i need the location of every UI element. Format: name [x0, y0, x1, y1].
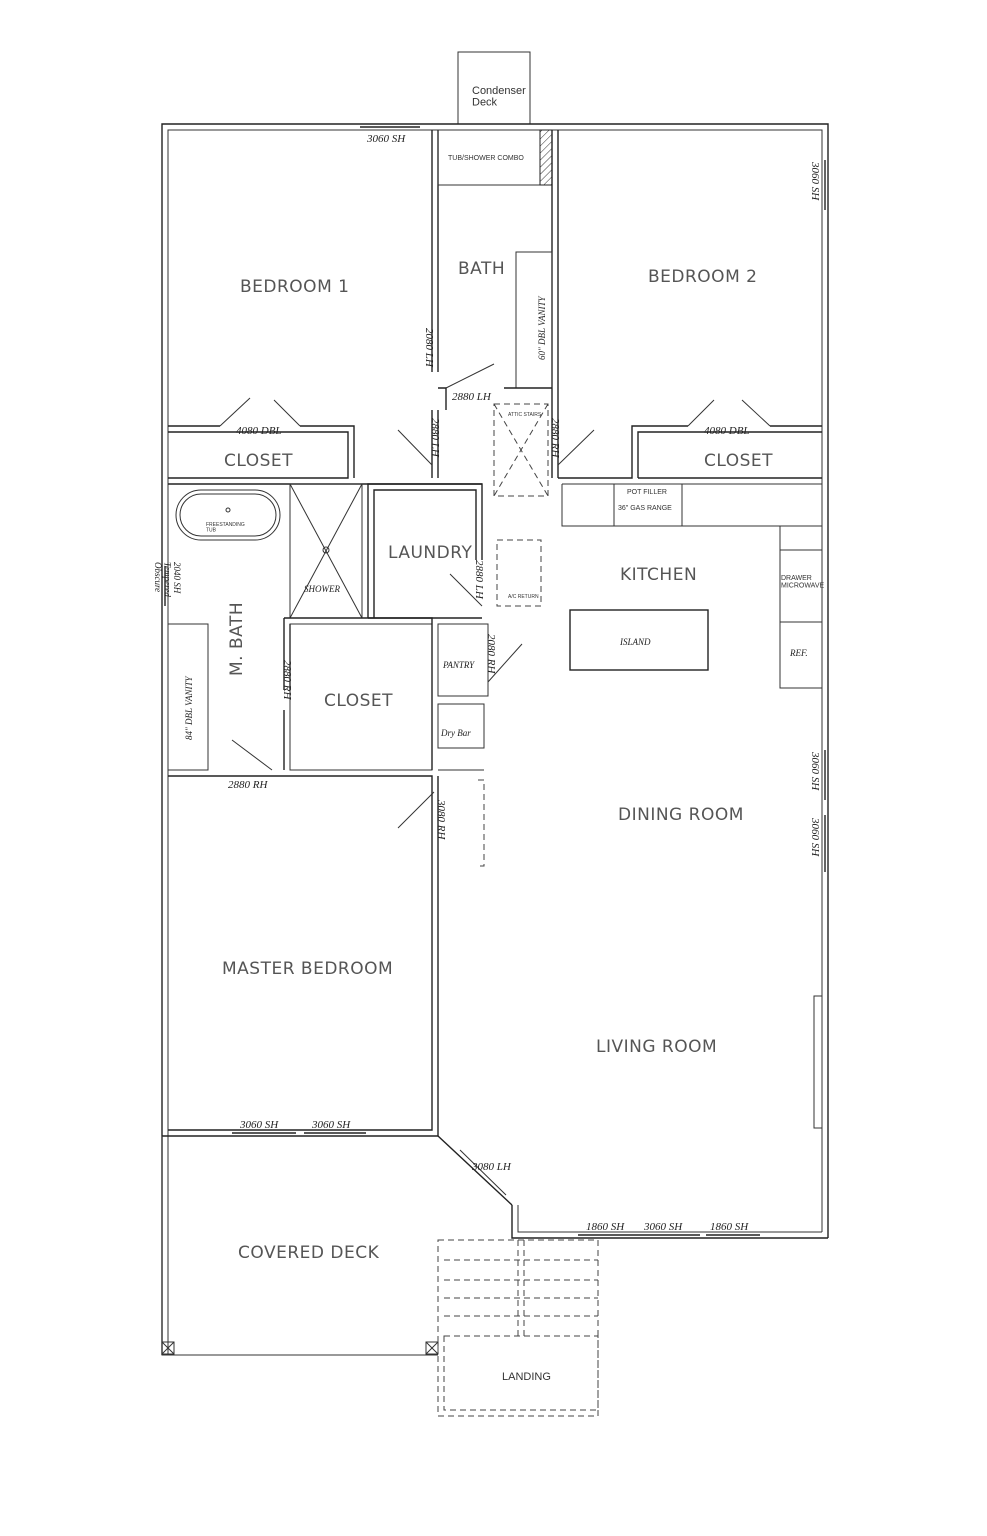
bedroom-2-label: BEDROOM 2 [648, 267, 757, 287]
bedroom1-window-label: 3060 SH [366, 133, 406, 145]
covered-deck: COVERED DECK [161, 1136, 439, 1356]
laundry-label: LAUNDRY [388, 543, 472, 563]
pantry-label: PANTRY [442, 660, 475, 670]
island-label: ISLAND [619, 637, 651, 647]
bath-label: BATH [458, 259, 505, 279]
laundry: 2880 LH A/C RETURN LAUNDRY [367, 483, 542, 619]
kitchen-label: KITCHEN [620, 565, 697, 585]
pot-filler-label: POT FILLER [627, 489, 667, 496]
bedroom-1-label: BEDROOM 1 [240, 277, 349, 297]
mbath-door-label: 2880 RH [281, 660, 293, 700]
vanity-60-label: 60" DBL VANITY [537, 296, 547, 360]
master-bedroom: 2880 RH 3080 RH 3060 SH 3060 SH MASTER B… [162, 775, 485, 1137]
closet-1: CLOSET [168, 431, 349, 479]
pantry-door-label: 2080 RH [485, 634, 497, 674]
mbed-window-2-label: 3060 SH [311, 1119, 351, 1131]
dining-window-1-label: 3060 SH [809, 751, 821, 791]
bath-door-2080-label: 2080 LH [423, 328, 435, 368]
ref-label: REF. [789, 648, 808, 658]
mbath-window-label: 2040 SHTemperedObscure [153, 562, 182, 597]
attic-stairs-label: ATTIC STAIRS [508, 412, 542, 418]
hallway: 2880 LH 2880 RH ATTIC STAIRS [397, 403, 595, 497]
bedroom2-window-label: 3060 SH [809, 161, 821, 201]
living-room-label: LIVING ROOM [596, 1037, 717, 1057]
entry-door-label: 3080 LH [471, 1161, 512, 1173]
dining-room-label: DINING ROOM [618, 805, 744, 825]
closet-2: CLOSET [637, 431, 822, 479]
laundry-door-label: 2880 LH [473, 560, 485, 600]
covered-deck-label: COVERED DECK [238, 1243, 380, 1263]
closet-master-label: CLOSET [324, 691, 393, 711]
hall-bath: TUB/SHOWER COMBO 60" DBL VANITY BATH 288… [423, 129, 559, 410]
gas-range-label: 36" GAS RANGE [618, 505, 672, 512]
closet-2-label: CLOSET [704, 451, 773, 471]
hall-door-left-label: 2880 LH [429, 418, 441, 458]
tub-shower-label: TUB/SHOWER COMBO [448, 155, 524, 162]
dining-window-2-label: 3060 SH [809, 817, 821, 857]
living-window-3-label: 1860 SH [710, 1221, 749, 1233]
master-closet: CLOSET [284, 617, 433, 771]
mbed-door-side-label: 3080 RH [435, 799, 447, 840]
closet2-door-label: 4080 DBL [704, 425, 750, 437]
entry-stairs: LANDING [437, 1239, 599, 1417]
landing-label: LANDING [502, 1371, 551, 1383]
closet-1-label: CLOSET [224, 451, 293, 471]
living-window-2-label: 3060 SH [643, 1221, 683, 1233]
mbed-window-1-label: 3060 SH [239, 1119, 279, 1131]
bedroom-2: 3060 SH 4080 DBL BEDROOM 2 [558, 160, 826, 479]
m-bath-label: M. BATH [227, 602, 247, 676]
master-bedroom-label: MASTER BEDROOM [222, 959, 393, 979]
living-window-1-label: 1860 SH [586, 1221, 625, 1233]
ac-return-label: A/C RETURN [508, 594, 539, 600]
vanity-84-label: 84" DBL VANITY [184, 676, 194, 740]
hall-door-right-label: 2880 RH [549, 418, 561, 458]
dining-living: 3060 SH 3060 SH DINING ROOM LIVING ROOM … [437, 750, 826, 1236]
closet1-door-label: 4080 DBL [236, 425, 282, 437]
dry-bar-label: Dry Bar [440, 728, 471, 738]
mbed-door-top-label: 2880 RH [228, 779, 268, 791]
shower-label: SHOWER [304, 584, 340, 594]
pantry-drybar: PANTRY 2080 RH Dry Bar [437, 623, 523, 771]
bath-door-2880-label: 2880 LH [452, 391, 492, 403]
bedroom-1: 4080 DBL 3060 SH BEDROOM 1 [168, 126, 433, 478]
